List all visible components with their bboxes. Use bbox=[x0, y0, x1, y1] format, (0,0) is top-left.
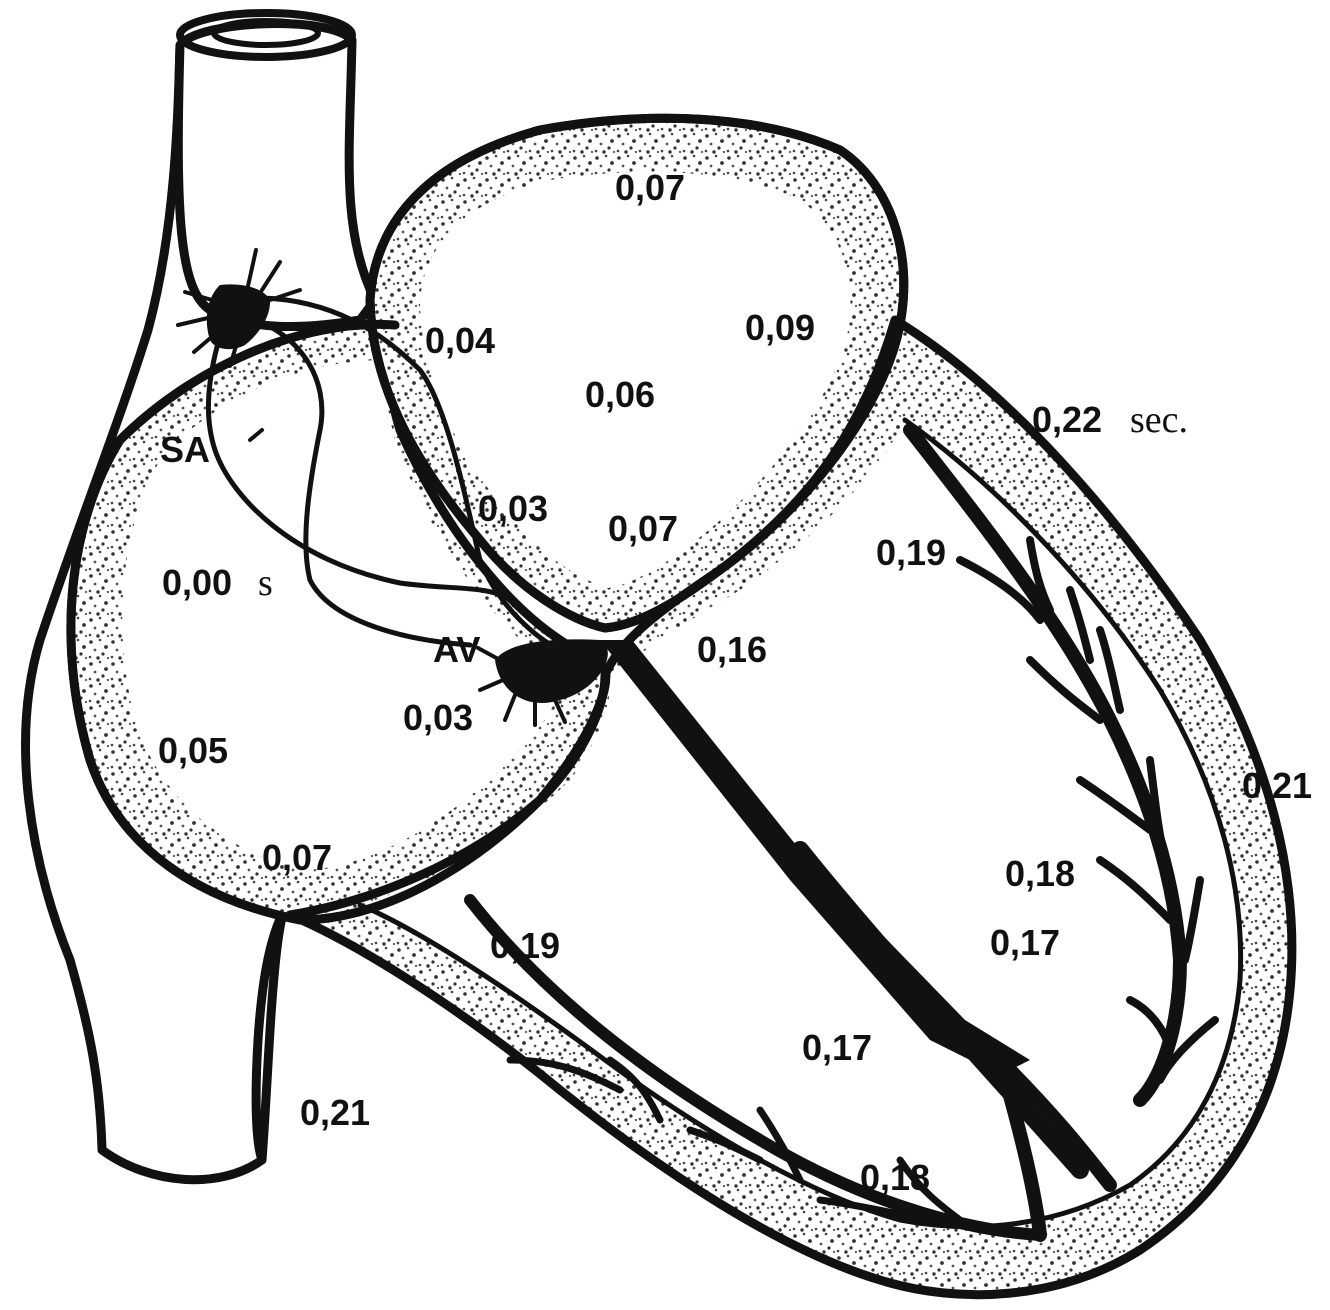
label-rv-branch: 0,19 bbox=[490, 925, 560, 966]
label-ra-upper: 0,04 bbox=[425, 320, 495, 361]
label-lv-top: 0,22 bbox=[1032, 399, 1102, 440]
label-la-lower: 0,07 bbox=[608, 508, 678, 549]
label-lv-lower: 0,17 bbox=[990, 922, 1060, 963]
label-av-time: 0,03 bbox=[403, 697, 473, 738]
label-lv-top-unit: sec. bbox=[1130, 399, 1188, 441]
label-septum-upper: 0,03 bbox=[478, 488, 548, 529]
label-la-center: 0,06 bbox=[585, 374, 655, 415]
sa-time-label: 0,00 bbox=[162, 562, 232, 603]
sa-node-label: SA bbox=[160, 429, 210, 470]
label-rv-outer: 0,21 bbox=[300, 1092, 370, 1133]
label-ra-left: 0,05 bbox=[158, 730, 228, 771]
sa-time-unit: s bbox=[258, 562, 273, 604]
label-lv-mid: 0,18 bbox=[1005, 853, 1075, 894]
label-apex: 0,18 bbox=[860, 1157, 930, 1198]
av-node-label: AV bbox=[433, 629, 480, 670]
label-bundle-his: 0,16 bbox=[697, 629, 767, 670]
label-ra-lower: 0,07 bbox=[262, 837, 332, 878]
label-lv-upper-branch: 0,19 bbox=[876, 532, 946, 573]
label-rv-center: 0,17 bbox=[802, 1027, 872, 1068]
label-la-top: 0,07 bbox=[615, 167, 685, 208]
label-lv-wall-right: 0,21 bbox=[1242, 765, 1312, 806]
label-la-right: 0,09 bbox=[745, 307, 815, 348]
